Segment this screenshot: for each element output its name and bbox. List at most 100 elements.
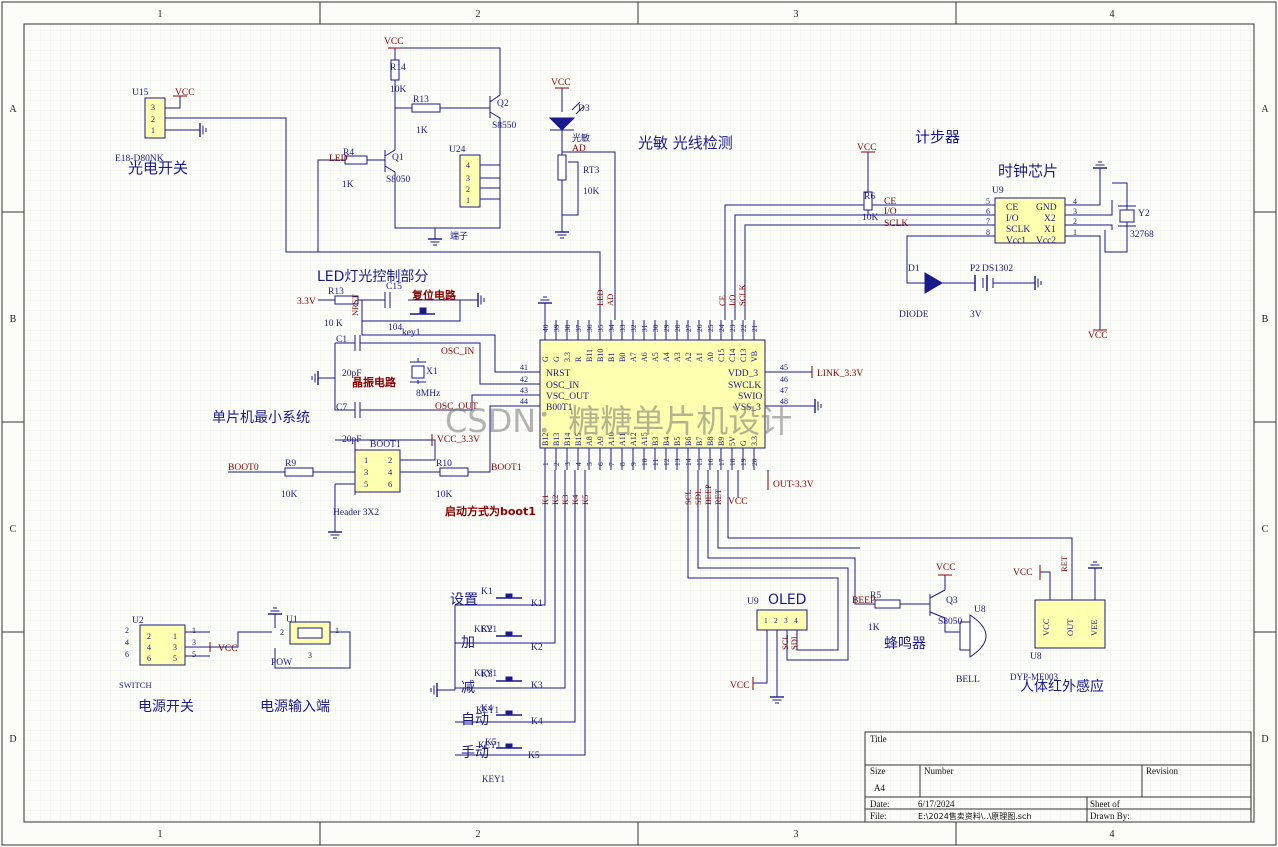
- number-label: Number: [924, 766, 954, 776]
- mcu-pin-vss3: VSS_3: [734, 403, 761, 413]
- mcu-top-net-label: AD: [605, 294, 615, 306]
- mcu-top-pin-num: 25: [706, 324, 715, 332]
- mcu-bottom-net-label: K1: [540, 495, 550, 505]
- section-mcu-min: 单片机最小系统: [212, 410, 310, 426]
- mcu-bottom-pin-num: 10: [640, 458, 649, 466]
- mcu-top-pin-num: 40: [541, 324, 550, 332]
- vcc-power-switch: VCC: [218, 644, 238, 654]
- u9b-ref: U9: [747, 597, 759, 607]
- key3-net: K3: [531, 681, 543, 691]
- net-vcc-3v3: VCC_3.3V: [437, 435, 480, 445]
- u15-ref: U15: [132, 88, 149, 98]
- oled-net-scl: SCL: [780, 634, 790, 650]
- y2-value: 32768: [1130, 230, 1154, 240]
- mcu-pin-boot1: B00T1: [546, 403, 573, 413]
- ds-num-7: 7: [986, 217, 990, 226]
- mcu-bottom-pin-num: 2: [552, 462, 561, 466]
- r6-value: 10K: [862, 213, 879, 223]
- r13b-ref: R13: [328, 287, 344, 297]
- mcu-bottom-pin-num: 19: [739, 458, 748, 466]
- net-sclk: SCLK: [884, 219, 908, 229]
- mcu-num-41: 41: [520, 363, 528, 372]
- c7-ref: C7: [336, 403, 347, 413]
- mcu-bottom-pin-label: G: [739, 440, 748, 446]
- mcu-top-pin-num: 34: [607, 324, 616, 332]
- frame-col-2: 2: [476, 9, 481, 20]
- mcu-num-45: 45: [780, 363, 788, 372]
- p2-part: DS1302: [982, 264, 1013, 274]
- u2-pin-4: 4: [147, 643, 151, 652]
- net-led-left: LED: [329, 154, 348, 164]
- oled-pin-2: 2: [774, 616, 778, 625]
- u2-pin-4-outer: 4: [125, 638, 129, 647]
- mcu-top-pin-label: A4: [662, 352, 671, 362]
- mcu-bottom-pin-label: A12: [629, 432, 638, 446]
- r13a-value: 1K: [416, 126, 428, 136]
- mcu-top-pin-num: 27: [684, 324, 693, 332]
- mcu-top-pin-label: A3: [673, 352, 682, 362]
- mcu-bottom-pin-num: 18: [728, 458, 737, 466]
- mcu-bottom-pin-num: 4: [574, 462, 583, 466]
- u2-pin-2: 2: [147, 632, 151, 641]
- key5-net: K5: [528, 751, 540, 761]
- mcu-top-pin-label: A1: [695, 352, 704, 362]
- r6-ref: R6: [864, 192, 875, 202]
- ds-pin-ce: CE: [1006, 203, 1018, 213]
- bell-part: BELL: [956, 675, 980, 685]
- section-crystal: 晶振电路: [352, 375, 397, 389]
- ds-num-8: 8: [986, 228, 990, 237]
- ds-pin-vcc2: Vcc2: [1036, 236, 1056, 246]
- header-pin-5: 5: [364, 479, 368, 489]
- u24-pin-3: 3: [466, 174, 470, 183]
- mcu-bottom-net-label: K3: [560, 495, 570, 505]
- key5-part: KEY1: [482, 774, 505, 784]
- net-ret-pir: RET: [1059, 555, 1069, 572]
- mcu-top-pin-label: G: [541, 356, 550, 362]
- section-buzzer: 蜂鸣器: [884, 635, 926, 652]
- mcu-top-pin-num: 28: [673, 324, 682, 332]
- mcu-top-pin-label: B1: [607, 353, 616, 362]
- u1-ref: U1: [286, 615, 298, 625]
- ds-num-2: 2: [1073, 217, 1077, 226]
- mcu-bottom-pin-label: A10: [607, 432, 616, 446]
- mcu-bottom-pin-label: B15: [574, 433, 583, 446]
- r14-value: 10K: [390, 85, 407, 95]
- u1-part: POW: [271, 658, 292, 668]
- r10-ref: R10: [436, 459, 452, 469]
- mcu-top-pin-label: C15: [717, 349, 726, 362]
- vcc-ds-vcc2: VCC: [1088, 331, 1108, 341]
- mcu-bottom-pin-num: 7: [607, 462, 616, 466]
- mcu-bottom-pin-num: 14: [684, 458, 693, 466]
- r5-ref: R5: [870, 591, 881, 601]
- mcu-bottom-pin-num: 11: [651, 459, 660, 466]
- vcc-q3: VCC: [936, 563, 956, 573]
- mcu-pin-swio: SWIO: [738, 392, 762, 402]
- key1-ref: K1: [481, 587, 493, 597]
- u9-ref: U9: [992, 186, 1004, 196]
- r4-ref: R4: [343, 148, 354, 158]
- mcu-top-pin-label: C14: [728, 349, 737, 362]
- u1-pin-1: 1: [335, 626, 339, 635]
- mcu-top-pin-num: 37: [574, 324, 583, 332]
- mcu-bottom-pin-label: A15: [640, 432, 649, 446]
- mcu-bottom-pin-label: B14: [563, 433, 572, 446]
- mcu-bottom-pin-label: A11: [618, 433, 627, 446]
- size-label: Size: [870, 766, 886, 776]
- mcu-top-net-label: CE: [717, 295, 727, 306]
- frame-row-d: D: [9, 734, 16, 745]
- key2-ref: K2: [481, 625, 493, 635]
- mcu-top-pin-label: A5: [651, 352, 660, 362]
- net-osc-out: OSC_OUT: [435, 402, 478, 412]
- frame-row-d-right: D: [1261, 734, 1268, 745]
- u8-pir-ref: U8: [1030, 652, 1042, 662]
- title-label: Title: [870, 734, 887, 744]
- mcu-top-pin-label: A2: [684, 352, 693, 362]
- mcu-bottom-net-label: RET: [713, 488, 723, 505]
- u2-pin-5: 5: [173, 654, 177, 663]
- u2-part: SWITCH: [119, 680, 152, 690]
- section-boot-mode: 启动方式为boot1: [445, 504, 536, 518]
- mcu-top-pin-num: 35: [596, 324, 605, 332]
- x1-ref: X1: [426, 367, 438, 377]
- mcu-top-net-label: LED: [595, 289, 605, 306]
